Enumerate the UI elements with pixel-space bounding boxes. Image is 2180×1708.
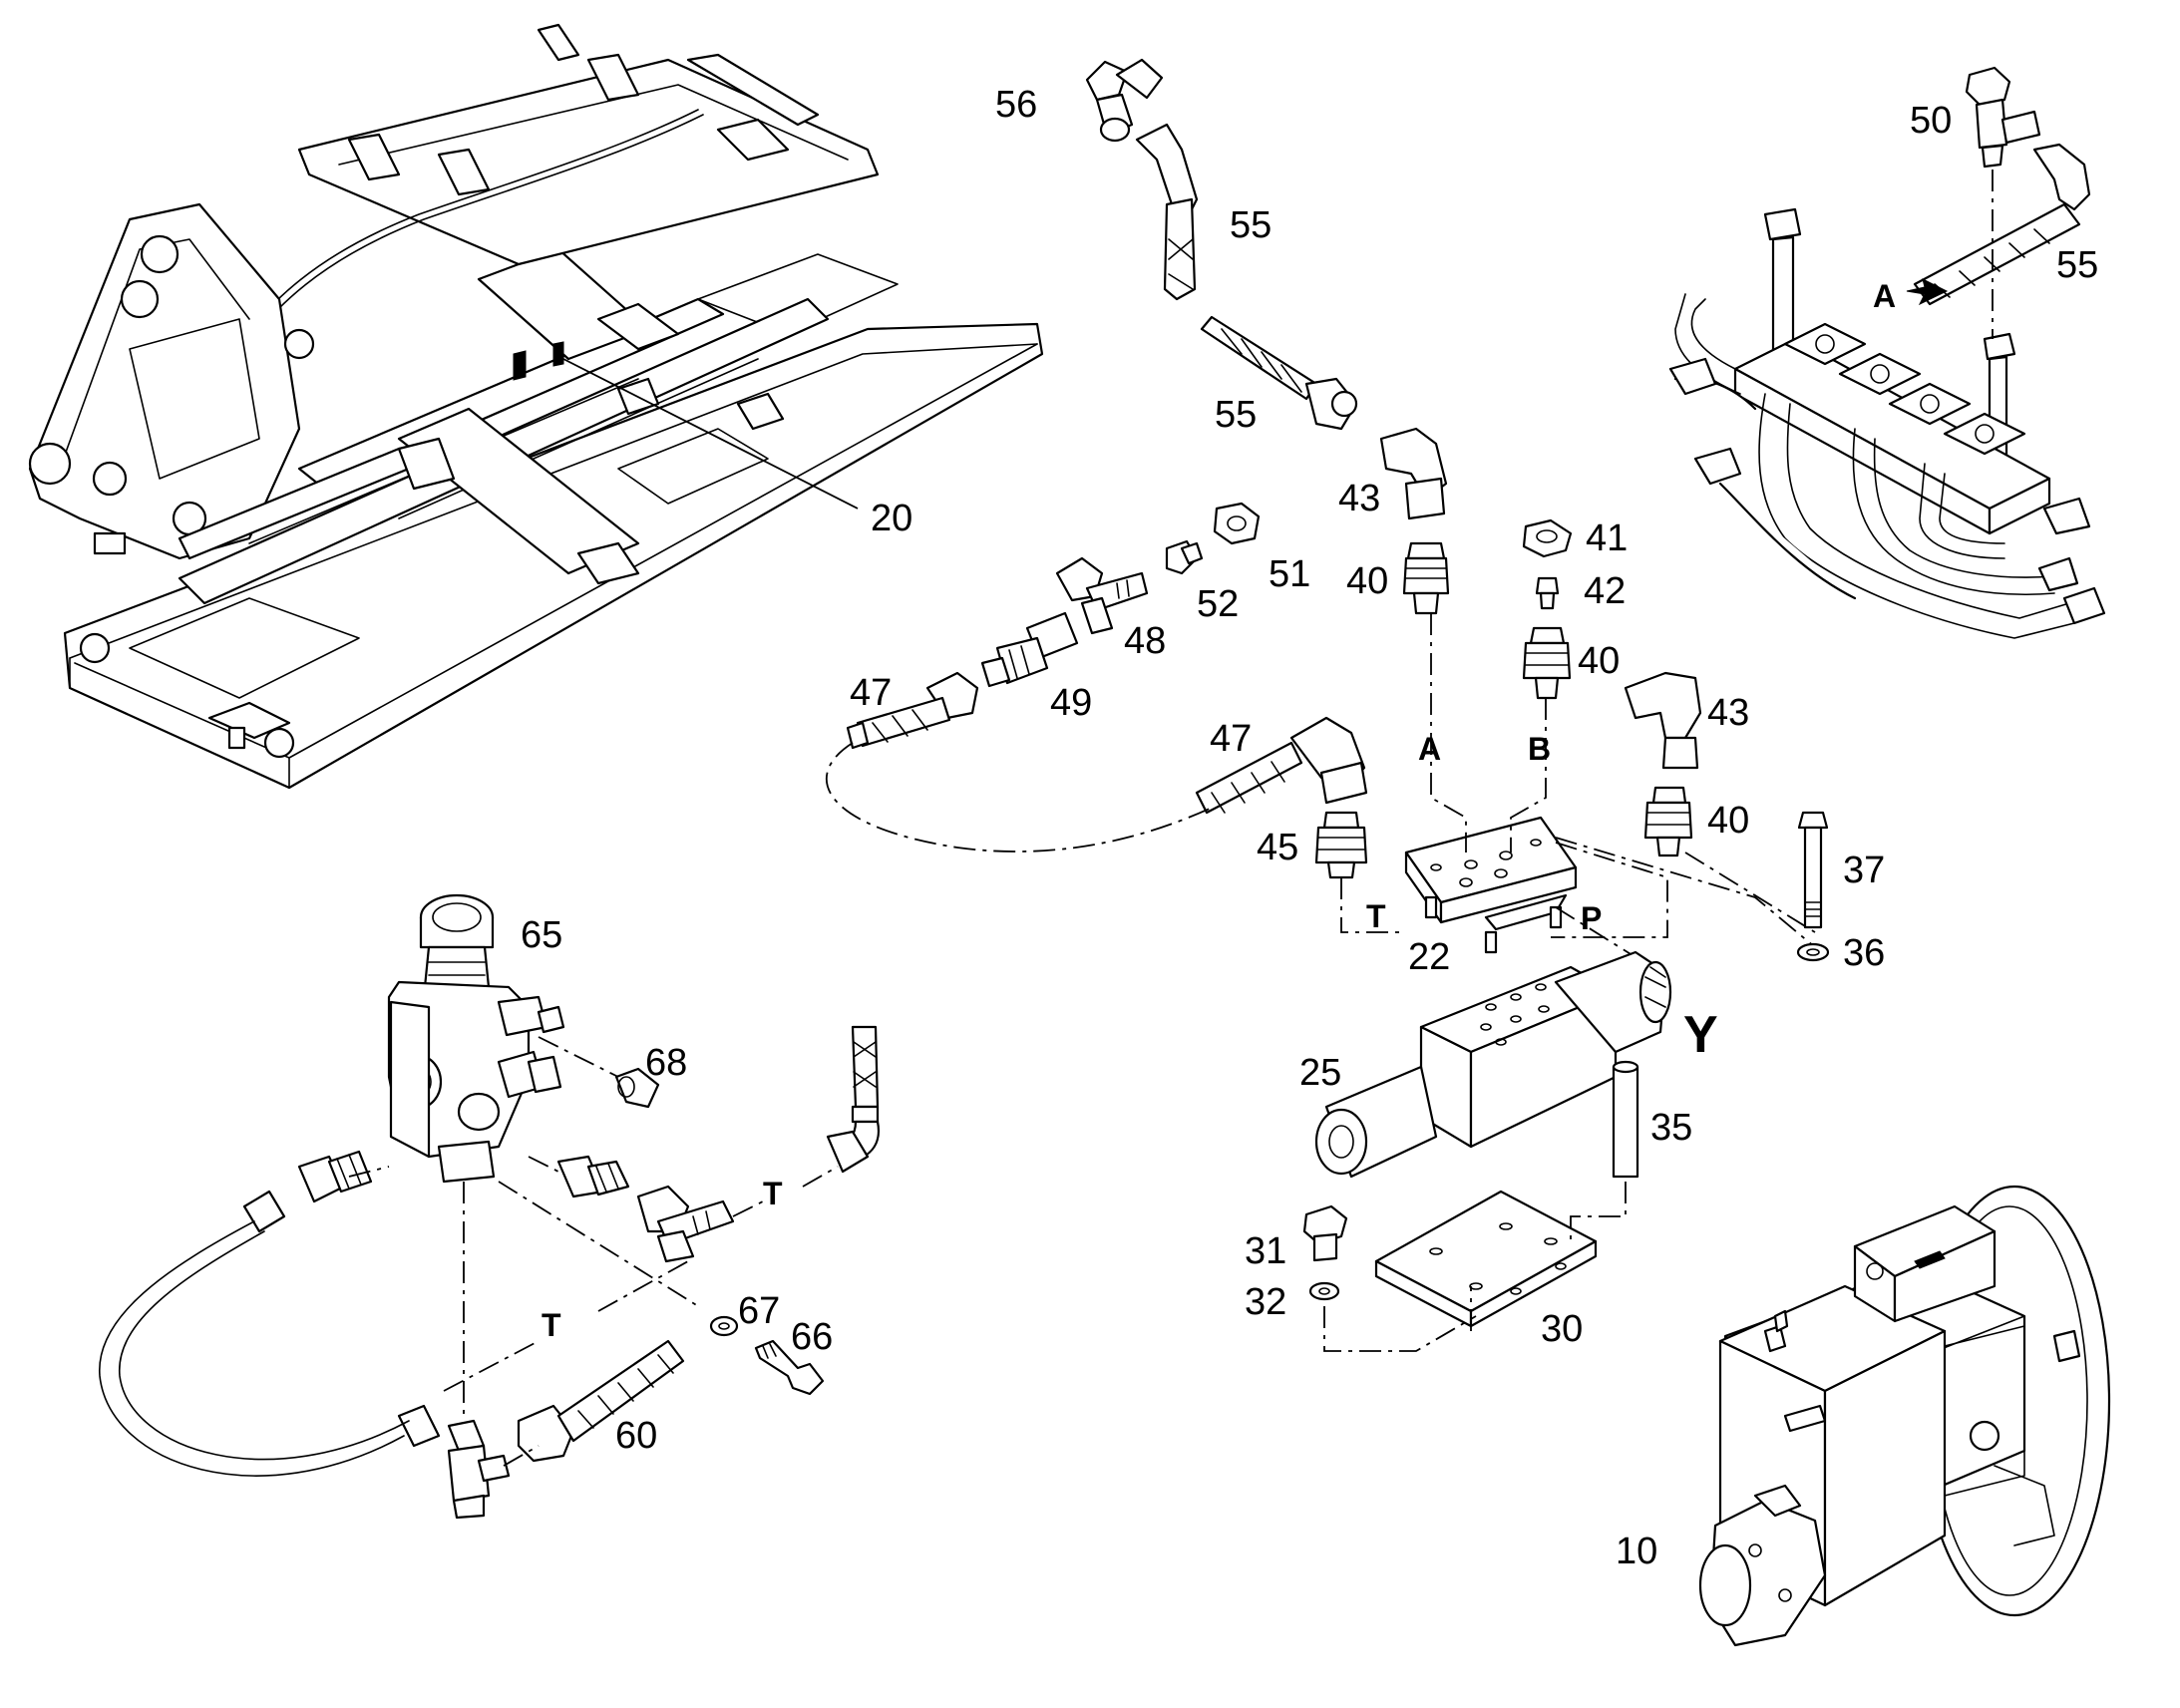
callout-55-top: 55 (1230, 204, 1272, 246)
hose-55-upper (1135, 123, 1199, 301)
callout-43-upper: 43 (1338, 478, 1380, 519)
hose-47-right (1195, 716, 1368, 815)
callout-55-mid: 55 (1215, 394, 1257, 436)
callout-20: 20 (871, 498, 912, 539)
port-a-detail: A (1873, 278, 1896, 314)
port-p: P (1581, 900, 1602, 936)
adapter-40-b (1522, 626, 1572, 700)
nut-41 (1522, 518, 1573, 558)
elbow-43-upper (1379, 427, 1448, 520)
view-y-label: Y (1683, 1006, 1718, 1064)
callout-36: 36 (1843, 932, 1885, 974)
valve-65 (387, 893, 565, 1184)
port-a: A (1418, 731, 1441, 767)
manifold-detail (1668, 66, 2106, 639)
callout-52: 52 (1197, 583, 1239, 625)
adapter-40-upper (1402, 541, 1450, 615)
port-labels: A B T P A T T Y (542, 278, 1896, 1343)
callout-51: 51 (1269, 553, 1310, 595)
callout-40-b: 40 (1578, 640, 1620, 682)
hose-upper-right (826, 1025, 881, 1174)
callout-32: 32 (1245, 1281, 1286, 1323)
callout-49: 49 (1050, 682, 1092, 724)
pin-68 (614, 1067, 660, 1109)
hose-60 (517, 1339, 685, 1463)
adapter-49 (980, 611, 1079, 688)
bolt-66 (754, 1339, 825, 1396)
tee-48 (1055, 556, 1149, 635)
hose-55-middle (1200, 315, 1358, 431)
pin-35 (1612, 1060, 1639, 1179)
plate-30 (1374, 1190, 1598, 1328)
hose-route-line (825, 742, 1213, 853)
callout-60: 60 (615, 1415, 657, 1457)
tee-bottom (447, 1419, 511, 1520)
callout-67: 67 (738, 1290, 780, 1332)
port-b: B (1528, 731, 1551, 767)
chassis-frame (28, 23, 1044, 790)
plug-42 (1535, 576, 1560, 610)
subplate-22 (1404, 816, 1578, 954)
callout-66: 66 (791, 1316, 833, 1358)
washer-67 (709, 1315, 739, 1337)
callout-22: 22 (1408, 936, 1450, 978)
callout-47-left: 47 (850, 672, 892, 714)
callout-31: 31 (1245, 1230, 1286, 1272)
callout-65: 65 (521, 914, 562, 956)
hose-47-left (846, 671, 979, 750)
washer-36 (1796, 942, 1830, 962)
callout-43-right: 43 (1707, 692, 1749, 734)
callout-40-right: 40 (1707, 800, 1749, 842)
callout-47-right: 47 (1210, 718, 1252, 760)
callout-45: 45 (1257, 827, 1298, 868)
callout-labels: 56 55 55 55 50 43 41 42 40 40 43 40 51 5… (521, 84, 2098, 1572)
adapter-45 (1314, 811, 1368, 879)
fitting-mid (556, 1155, 735, 1263)
callout-37: 37 (1843, 850, 1885, 891)
callout-42: 42 (1584, 570, 1626, 612)
port-t: T (1366, 898, 1386, 934)
callout-56: 56 (995, 84, 1037, 126)
adapter-40-right (1643, 786, 1693, 857)
fitting-56 (1085, 58, 1164, 143)
port-t-upper: T (763, 1176, 783, 1211)
bolt-31 (1302, 1204, 1348, 1262)
callout-25: 25 (1299, 1052, 1341, 1094)
callout-68: 68 (645, 1042, 687, 1084)
callout-10: 10 (1616, 1531, 1657, 1572)
callout-48: 48 (1124, 620, 1166, 662)
arrow-a-icon (1906, 278, 1949, 306)
elbow-43-right (1624, 671, 1702, 770)
callout-30: 30 (1541, 1308, 1583, 1350)
bolt-37 (1797, 811, 1829, 929)
callout-55-detail: 55 (2056, 244, 2098, 286)
fitting-left (297, 1150, 373, 1203)
callout-40-upper: 40 (1346, 560, 1388, 602)
port-t-lower: T (542, 1307, 561, 1343)
callout-41: 41 (1586, 517, 1628, 559)
callout-35: 35 (1650, 1107, 1692, 1149)
nut-51 (1213, 502, 1261, 545)
washer-32 (1308, 1281, 1340, 1301)
plug-52 (1165, 539, 1204, 575)
pump-10 (1698, 1185, 2111, 1647)
hose-loop (99, 1190, 441, 1477)
callout-50: 50 (1910, 100, 1952, 142)
